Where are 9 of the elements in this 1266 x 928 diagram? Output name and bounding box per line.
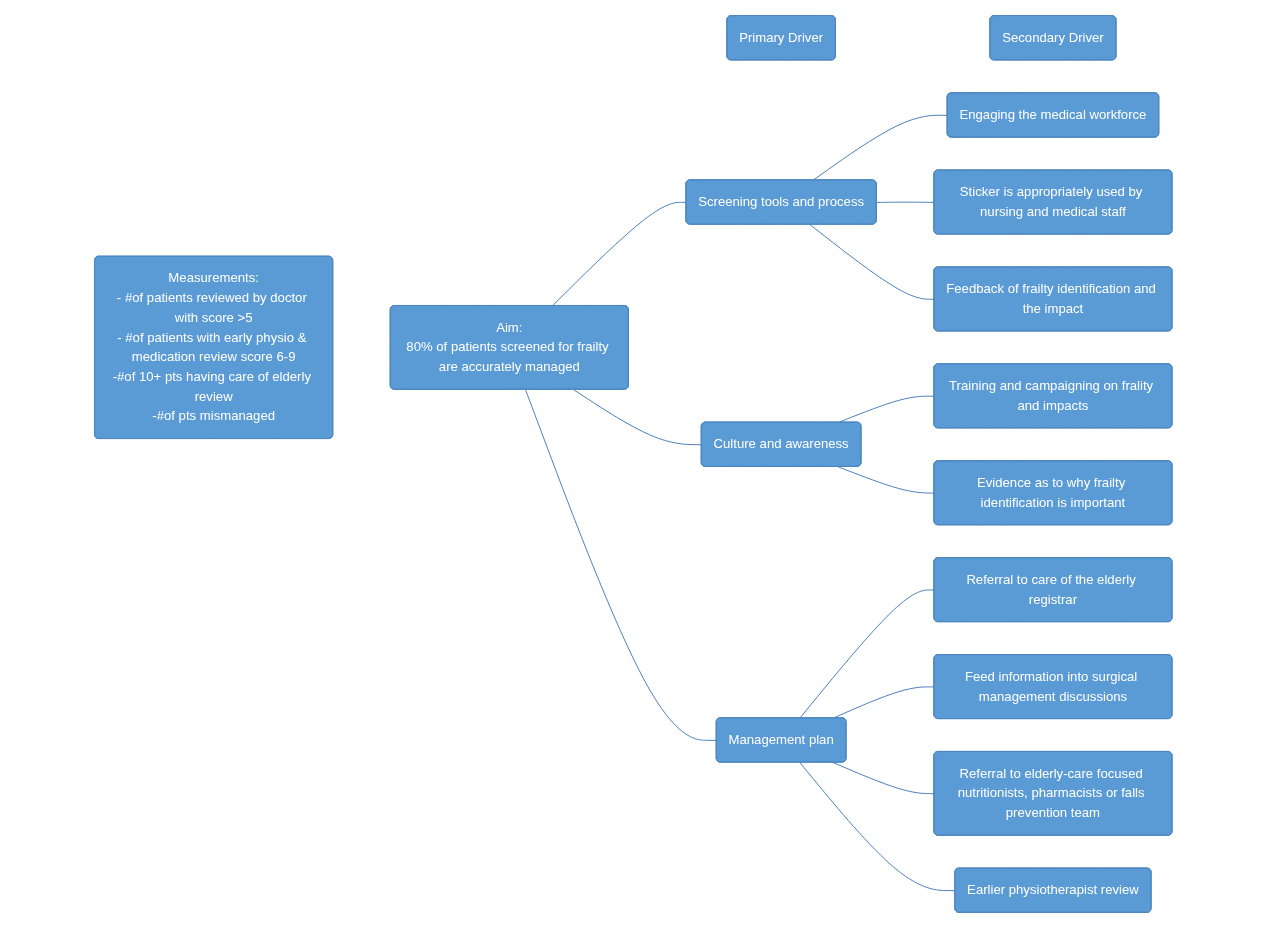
connector xyxy=(524,389,717,741)
connector xyxy=(799,589,935,719)
connector xyxy=(832,762,935,795)
connector xyxy=(875,201,935,203)
connector xyxy=(809,224,935,300)
connector xyxy=(551,201,687,307)
connector xyxy=(572,389,702,446)
connector xyxy=(799,762,956,892)
connector xyxy=(837,466,935,494)
